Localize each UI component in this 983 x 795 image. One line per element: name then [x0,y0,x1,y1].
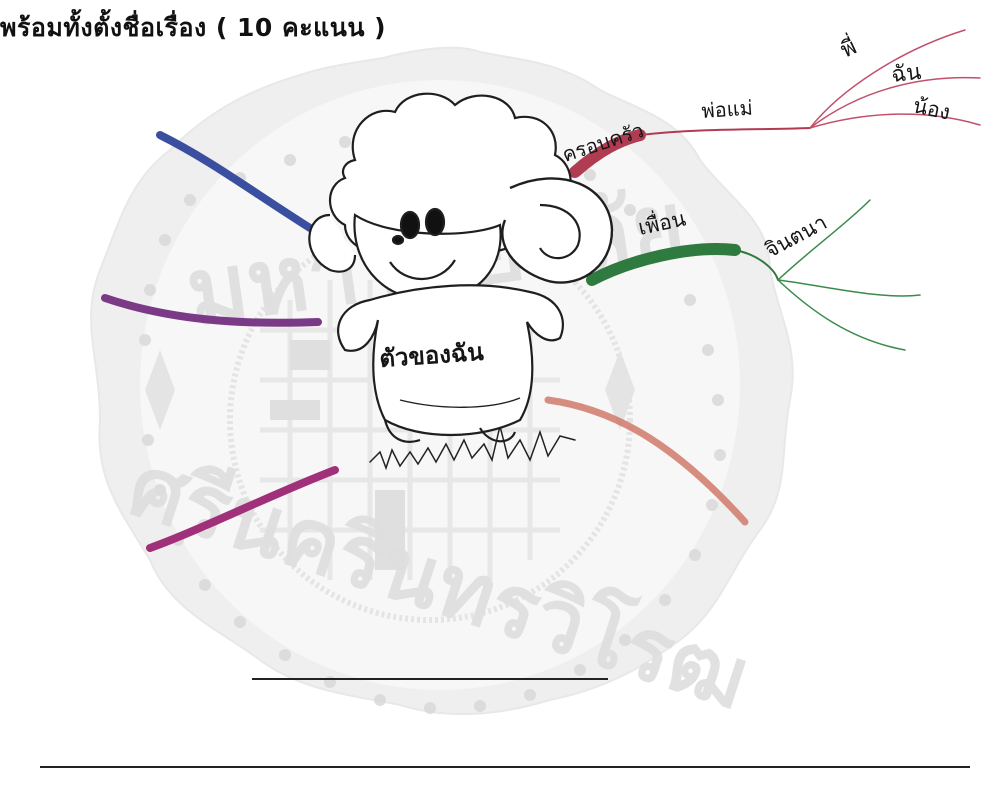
label-parents: พ่อแม่ [701,95,754,123]
sheep-ear [308,213,357,273]
branch-family [569,129,646,178]
mind-map-branches [101,29,981,552]
sheep-body [337,284,564,437]
grass-line [369,425,576,471]
seal-pillar-emblem [270,340,405,570]
label-me: ฉัน [890,60,922,88]
sheep-face [353,213,502,302]
title-answer-line [252,678,608,680]
label-younger-sibling: น้อง [911,93,952,124]
branch-friends [586,243,741,286]
branch-salmon [544,396,749,526]
label-jintana: จินตนา [761,210,831,262]
branch-magenta [146,466,339,552]
bottom-answer-line [40,766,970,768]
sheep-character [308,92,614,443]
sheep-horn [501,177,614,284]
branch-purple [101,294,322,327]
label-older-sibling: พี่ [835,31,860,63]
instruction-text: พร้อมทั้งตั้งชื่อเรื่อง ( 10 คะแนน ) [0,13,387,42]
branch-blue [156,131,314,232]
